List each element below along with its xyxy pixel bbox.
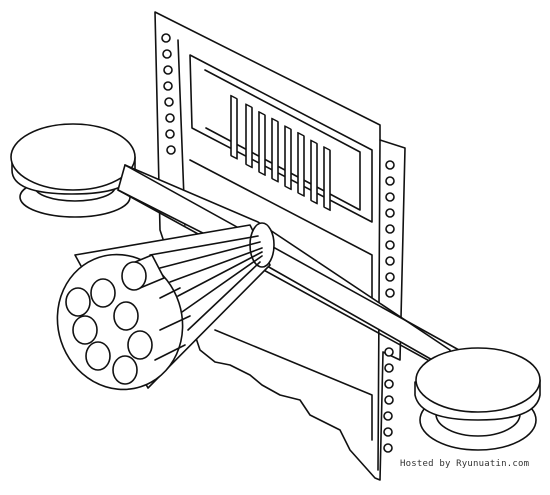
right-spool bbox=[414, 347, 541, 451]
sprocket-holes-right bbox=[383, 160, 395, 453]
watermark: Hosted by Ryunuatin.com bbox=[400, 459, 530, 469]
sprocket-holes-left bbox=[161, 33, 176, 155]
fiber-cable bbox=[56, 222, 275, 391]
left-spool bbox=[10, 123, 136, 218]
barcode bbox=[230, 94, 331, 212]
fiber-tubes bbox=[65, 254, 191, 385]
